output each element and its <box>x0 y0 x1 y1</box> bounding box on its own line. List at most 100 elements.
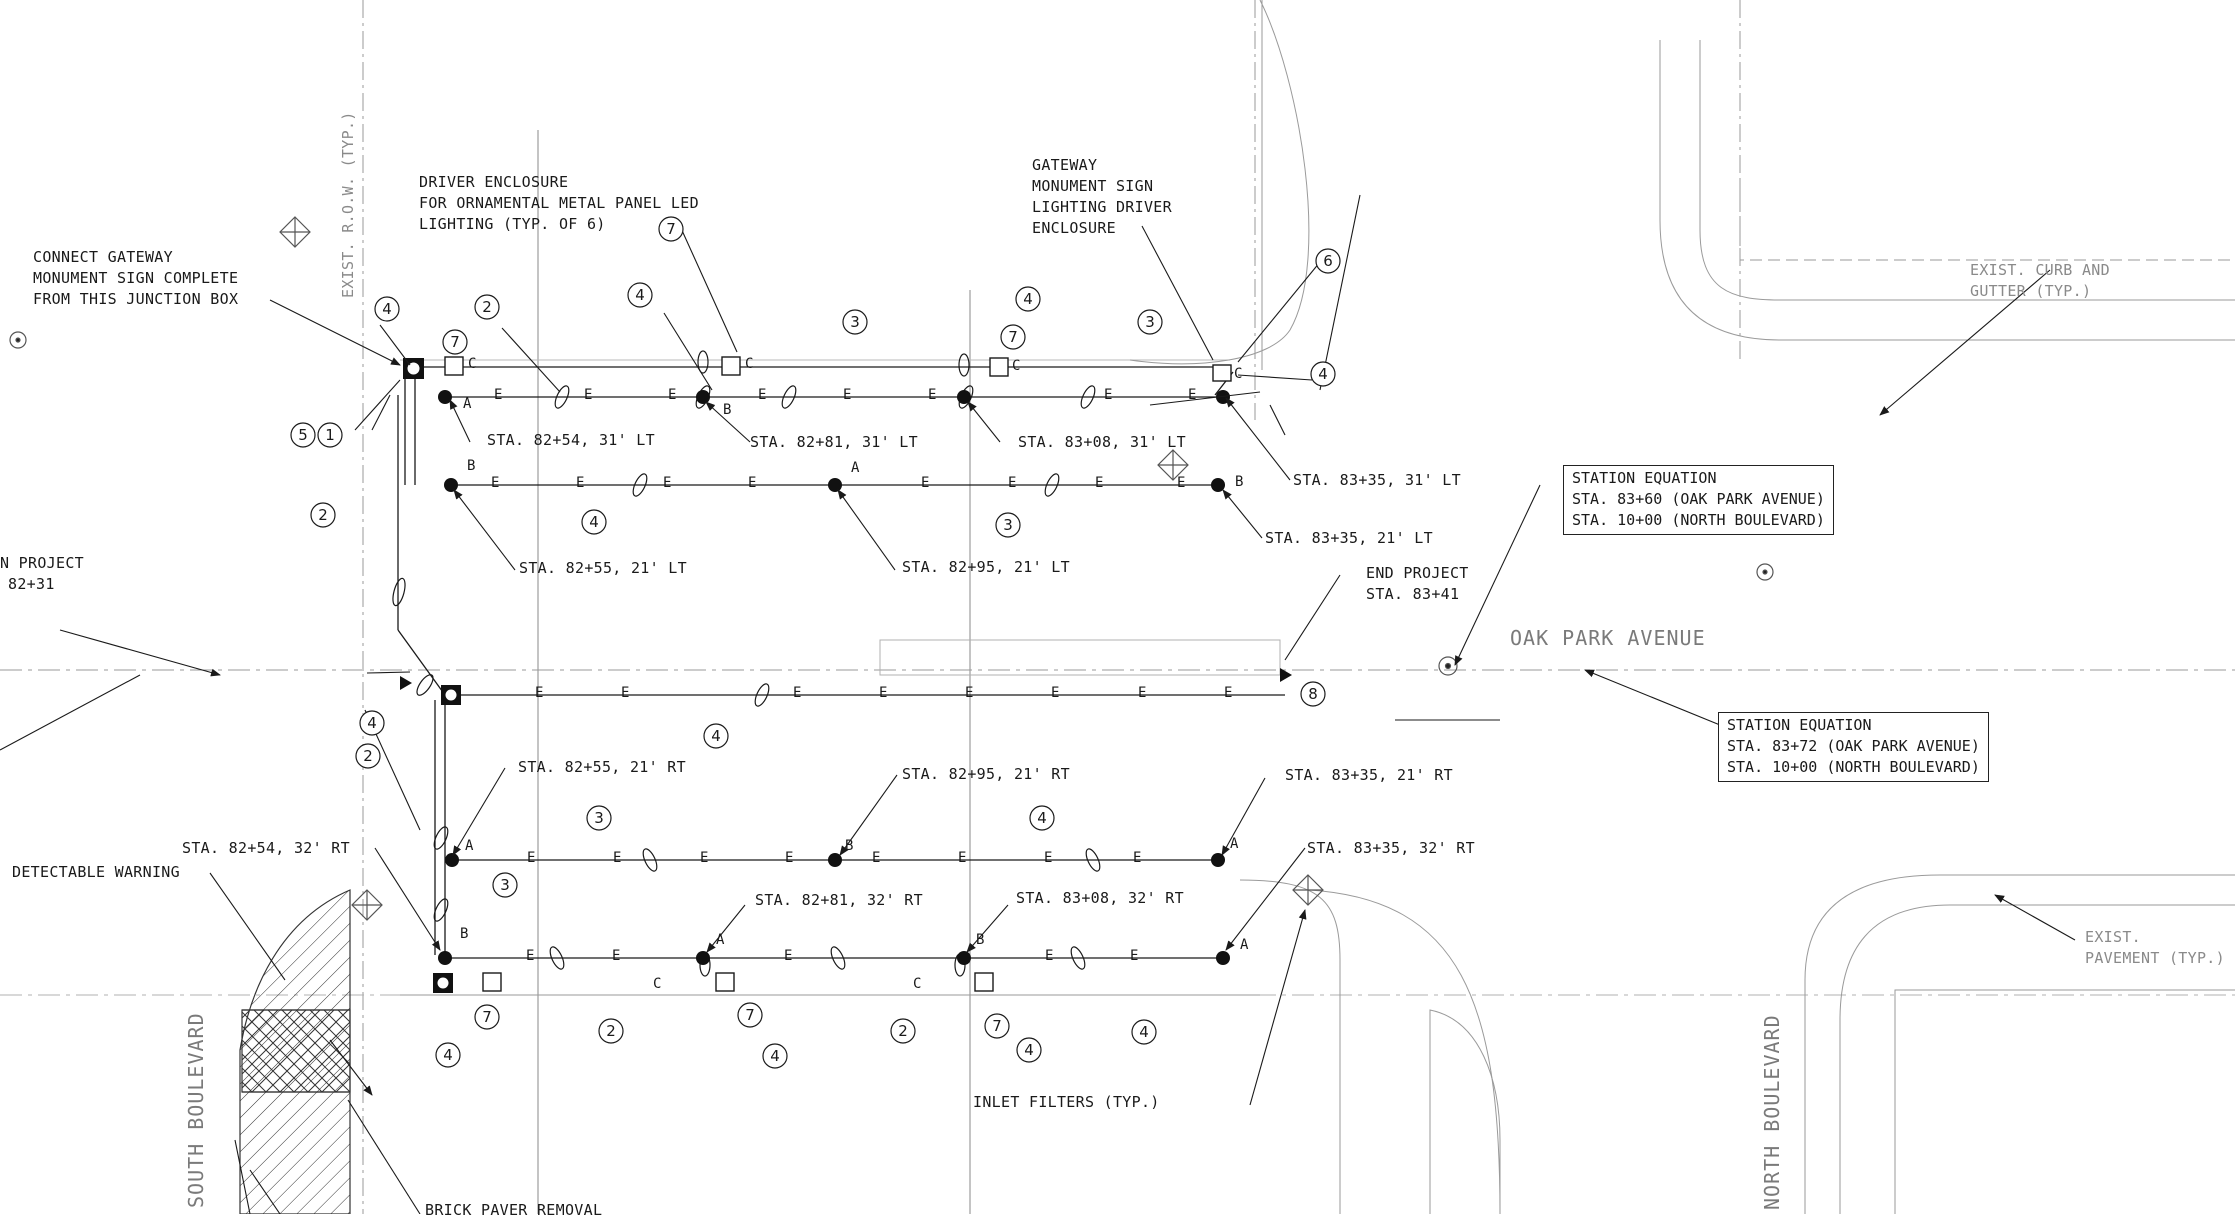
callout-7: 7 <box>1008 328 1018 346</box>
station-label: STA. 83+35, 21' RT <box>1285 766 1453 784</box>
conduit-runs <box>397 366 1285 960</box>
station-label: STA. 82+54, 31' LT <box>487 431 655 449</box>
street-north-blvd: NORTH BOULEVARD <box>1760 1014 1784 1210</box>
enclosure-letter: C <box>913 976 922 992</box>
callout-2: 2 <box>606 1022 616 1040</box>
callout-7: 7 <box>745 1006 755 1024</box>
wire-label: E <box>928 387 937 403</box>
callout-4: 4 <box>1023 290 1033 308</box>
callout-7: 7 <box>482 1008 492 1026</box>
detectable-warning-note: DETECTABLE WARNING <box>12 863 180 881</box>
wire-label: E <box>700 850 709 866</box>
enclosure-letter: C <box>1234 366 1243 382</box>
pole-letter: A <box>465 838 474 854</box>
pole-letter: A <box>463 396 472 412</box>
callout-4: 4 <box>635 286 645 304</box>
callout-3: 3 <box>594 809 604 827</box>
pole-letter: B <box>723 402 732 418</box>
pole-letter: A <box>716 932 725 948</box>
callout-4: 4 <box>367 714 377 732</box>
callout-6: 6 <box>1323 252 1333 270</box>
wire-label: E <box>663 475 672 491</box>
driver-enclosures <box>444 356 1232 992</box>
wire-label: E <box>584 387 593 403</box>
callout-4: 4 <box>382 300 392 318</box>
callout-circles <box>290 216 1341 1069</box>
street-south-blvd: SOUTH BOULEVARD <box>184 1012 208 1208</box>
wire-label: E <box>843 387 852 403</box>
callout-1: 1 <box>325 426 335 444</box>
wire-label: E <box>1133 850 1142 866</box>
inlet-filters-note: INLET FILTERS (TYP.) <box>973 1093 1160 1111</box>
wire-label: E <box>1008 475 1017 491</box>
pole-letter: B <box>460 926 469 942</box>
wire-label: E <box>784 948 793 964</box>
exist-row-label: EXIST. R.O.W. (TYP.) <box>339 111 357 298</box>
street-oak-park: OAK PARK AVENUE <box>1510 626 1706 650</box>
callout-8: 8 <box>1308 685 1318 703</box>
callout-2: 2 <box>363 747 373 765</box>
callout-4: 4 <box>1139 1023 1149 1041</box>
enclosure-letter: C <box>745 356 754 372</box>
callout-2: 2 <box>898 1022 908 1040</box>
pole-letter: B <box>467 458 476 474</box>
callout-2: 2 <box>318 506 328 524</box>
wire-label: E <box>785 850 794 866</box>
wire-label: E <box>1104 387 1113 403</box>
exist-pavement-note: EXIST.PAVEMENT (TYP.) <box>2085 928 2225 967</box>
wire-label: E <box>621 685 630 701</box>
wire-label: E <box>668 387 677 403</box>
wire-label: E <box>527 850 536 866</box>
station-label: STA. 82+81, 31' LT <box>750 433 918 451</box>
pole-letter: B <box>1235 474 1244 490</box>
callout-4: 4 <box>443 1046 453 1064</box>
pole-letter: B <box>976 932 985 948</box>
light-poles <box>400 390 1292 965</box>
callout-3: 3 <box>500 876 510 894</box>
callout-4: 4 <box>589 513 599 531</box>
wire-label: E <box>758 387 767 403</box>
wire-label: E <box>612 948 621 964</box>
wire-label: E <box>958 850 967 866</box>
callout-3: 3 <box>1003 516 1013 534</box>
wire-label: E <box>879 685 888 701</box>
station-label: STA. 83+35, 31' LT <box>1293 471 1461 489</box>
wire-label: E <box>921 475 930 491</box>
wire-label: E <box>613 850 622 866</box>
station-label: STA. 82+95, 21' LT <box>902 558 1070 576</box>
callout-7: 7 <box>666 220 676 238</box>
wire-label: E <box>1224 685 1233 701</box>
station-label: STA. 83+08, 32' RT <box>1016 889 1184 907</box>
callout-4: 4 <box>1024 1041 1034 1059</box>
pole-letter: B <box>845 838 854 854</box>
wire-label: E <box>526 948 535 964</box>
callout-7: 7 <box>450 333 460 351</box>
enclosure-letter: C <box>1012 358 1021 374</box>
pole-letter: A <box>851 460 860 476</box>
wire-label: E <box>1045 948 1054 964</box>
station-equation-1: STATION EQUATION STA. 83+60 (OAK PARK AV… <box>1563 465 1834 535</box>
wire-label: E <box>1095 475 1104 491</box>
wire-label: E <box>576 475 585 491</box>
survey-markers <box>9 216 1774 921</box>
pole-letter: A <box>1240 937 1249 953</box>
station-label: STA. 82+95, 21' RT <box>902 765 1070 783</box>
wire-label: E <box>494 387 503 403</box>
enclosure-letter: C <box>468 356 477 372</box>
brick-paver-note: BRICK PAVER REMOVAL <box>425 1201 603 1219</box>
enclosure-letter: C <box>653 976 662 992</box>
callout-4: 4 <box>1318 365 1328 383</box>
station-label: STA. 83+08, 31' LT <box>1018 433 1186 451</box>
wire-label: E <box>491 475 500 491</box>
station-label: STA. 82+81, 32' RT <box>755 891 923 909</box>
wire-label: E <box>1177 475 1186 491</box>
wire-label: E <box>535 685 544 701</box>
